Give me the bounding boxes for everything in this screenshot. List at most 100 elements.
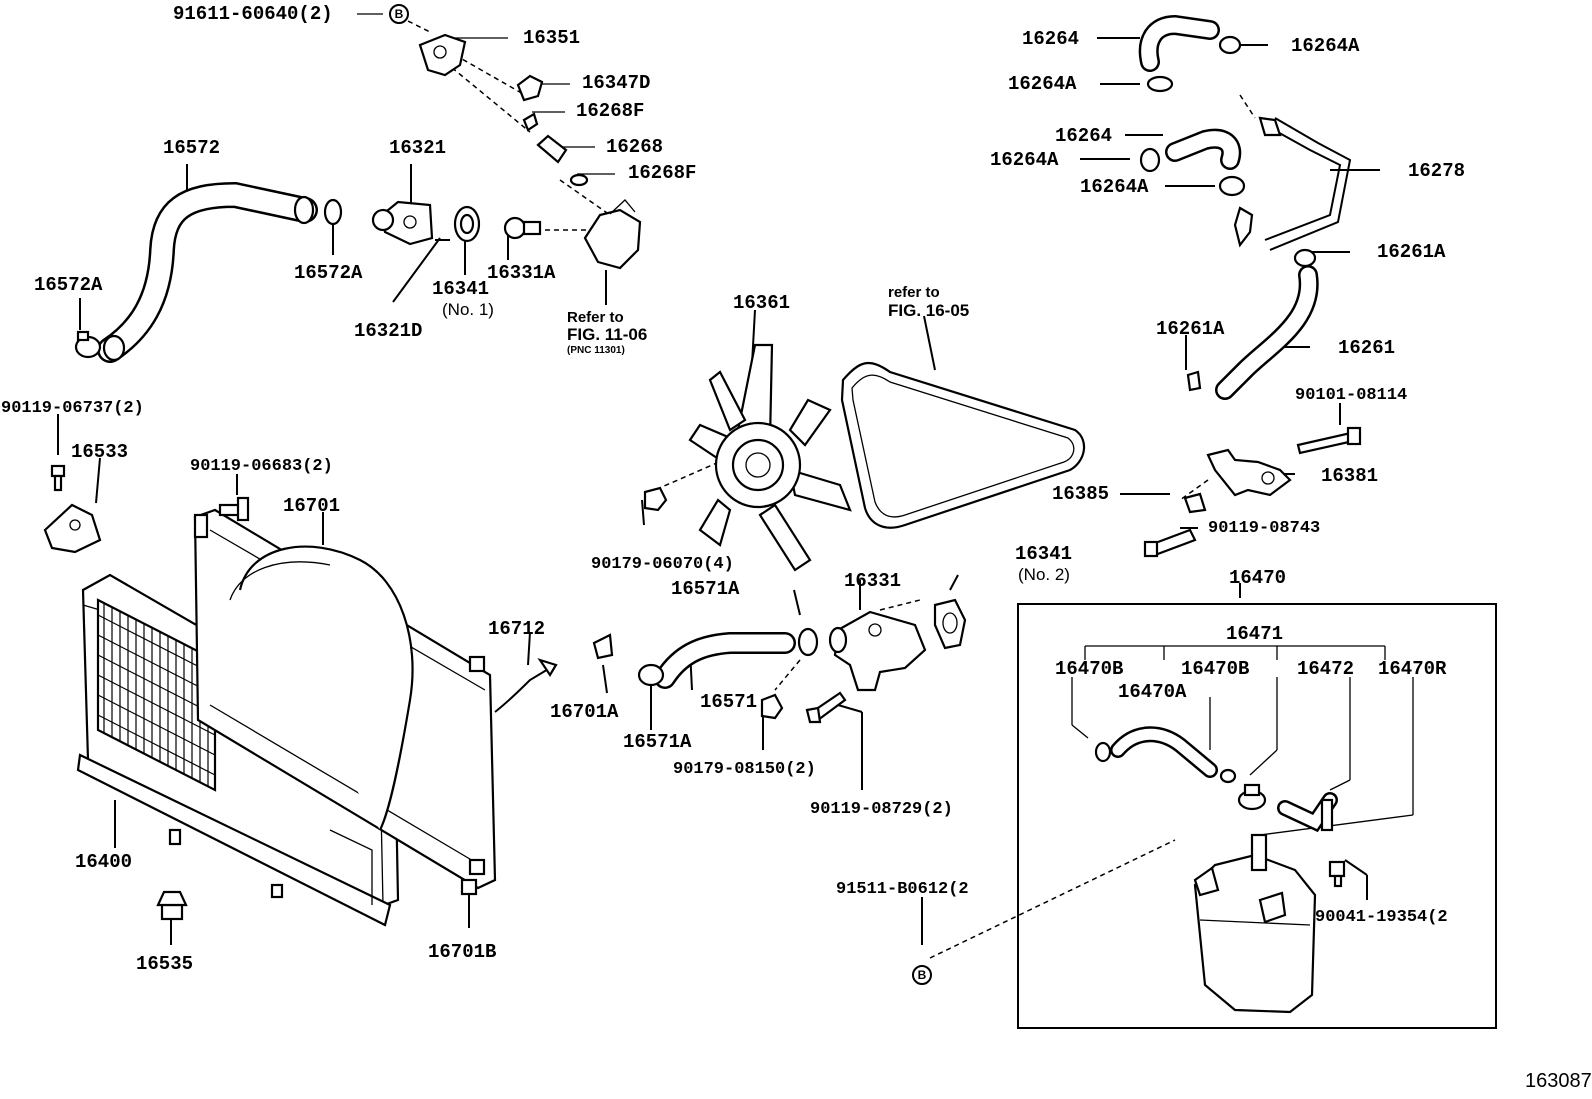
note-refer-16-05-b: FIG. 16-05 [888,301,970,320]
label-16470b-b: 16470B [1181,658,1250,680]
clip-16264a-b [1146,75,1174,93]
label-16268f-a: 16268F [576,100,645,122]
note-refer-11-06-b: FIG. 11-06 [567,325,648,344]
label-16472: 16472 [1297,658,1355,680]
bolt-90119-08743 [1143,528,1197,558]
hose-clamp-16572a-left [74,330,102,359]
label-91611-60640: 91611-60640(2) [173,3,333,25]
clamp-16385 [1183,492,1207,514]
cushion-16701b [460,878,478,896]
radiator-support-16533 [43,503,102,554]
label-16264-a: 16264 [1022,28,1080,50]
label-91511-b0612: 91511-B0612(2 [836,880,969,899]
dashed-guides [399,16,1256,959]
label-90101-08114: 90101-08114 [1295,386,1408,405]
label-no1: (No. 1) [442,300,494,319]
thermostat-16331a [503,216,542,240]
label-90119-06737: 90119-06737(2) [1,399,144,418]
label-16571: 16571 [700,691,758,713]
reservoir-tank-16470 [1193,833,1317,1014]
circle-ref-b-top: B [389,4,409,24]
bolt-90119-06737 [50,464,66,492]
reservoir-cap [1237,783,1267,811]
label-16331: 16331 [844,570,902,592]
cooling-fan-16361 [688,343,852,572]
clamp-16571a-top [797,627,819,657]
label-16264a-d: 16264A [1080,176,1149,198]
harness-16712 [494,658,558,713]
label-16347d: 16347D [582,72,651,94]
label-16470r: 16470R [1378,658,1447,680]
label-16381: 16381 [1321,465,1379,487]
note-refer-11-06-a: Refer to [567,309,624,326]
label-90179-06070: 90179-06070(4) [591,555,734,574]
upper-radiator-hose-16572 [97,181,318,363]
label-no2: (No. 2) [1018,565,1070,584]
nut-90179-08150 [760,693,784,720]
label-16712: 16712 [488,618,546,640]
oring-16268f-b [569,173,589,187]
hose-16264-lower [1165,128,1242,170]
clip-16470b-left [1094,741,1112,763]
label-16571a-a: 16571A [671,578,740,600]
label-16361: 16361 [733,292,791,314]
clip-16264a-d [1218,175,1246,197]
label-16571a-b: 16571A [623,731,692,753]
label-16264a-c: 16264A [990,149,1059,171]
oring-16268f [522,112,539,132]
fan-shroud-16701 [193,508,497,890]
label-16385: 16385 [1052,483,1110,505]
label-16321: 16321 [389,137,447,159]
bracket-16381 [1206,448,1292,497]
bolt-90101-08114 [1296,426,1362,455]
hose-16571 [654,632,796,689]
pipe-16268 [536,134,568,164]
clip-16261a-left [1186,370,1202,392]
label-16351: 16351 [523,27,581,49]
clip-16264a-c [1139,147,1161,173]
label-16535: 16535 [136,953,194,975]
note-refer-11-06-c: (PNC 11301) [567,345,625,356]
label-16533: 16533 [71,441,129,463]
hose-16264-upper [1138,14,1220,72]
label-16470: 16470 [1229,567,1287,589]
label-90041-19354: 90041-19354(2 [1315,908,1448,927]
document-id: 163087 [1525,1070,1592,1092]
label-16321d: 16321D [354,320,423,342]
label-16264a-b: 16264A [1008,73,1077,95]
water-inlet-16331 [828,610,927,692]
label-16470a: 16470A [1118,681,1187,703]
label-90119-08729: 90119-08729(2) [810,800,953,819]
drain-cock-16535 [156,890,188,921]
label-16264a-a: 16264A [1291,35,1360,57]
note-refer-16-05-a: refer to [888,284,940,301]
thermostat-housing-16321 [371,200,434,246]
nut-90179-06070 [643,486,668,512]
label-16572a-left: 16572A [34,274,103,296]
label-16278: 16278 [1408,160,1466,182]
label-16261: 16261 [1338,337,1396,359]
clip-16264a-a [1218,35,1242,55]
label-16701: 16701 [283,495,341,517]
clip-16261a-top [1293,248,1317,268]
label-16572a-top: 16572A [294,262,363,284]
label-90119-08743: 90119-08743 [1208,519,1321,538]
hose-16261 [1215,265,1319,400]
hose-16472 [1277,792,1338,833]
label-16261a-a: 16261A [1377,241,1446,263]
label-16331a: 16331A [487,262,556,284]
shroud-bolt [218,496,250,522]
water-inlet-housing [583,199,642,270]
water-outlet-cap [418,33,467,77]
label-16268f-b: 16268F [628,162,697,184]
label-90119-06683: 90119-06683(2) [190,457,333,476]
label-90179-08150: 90179-08150(2) [673,760,816,779]
label-16471: 16471 [1226,623,1284,645]
clamp-16571a-bottom [637,663,665,687]
cushion-16701a [592,633,614,660]
water-pipe-16278 [1233,116,1352,251]
clip-16470b-right [1219,768,1237,784]
label-16264-b: 16264 [1055,125,1113,147]
gasket-16341-no2 [933,598,967,650]
